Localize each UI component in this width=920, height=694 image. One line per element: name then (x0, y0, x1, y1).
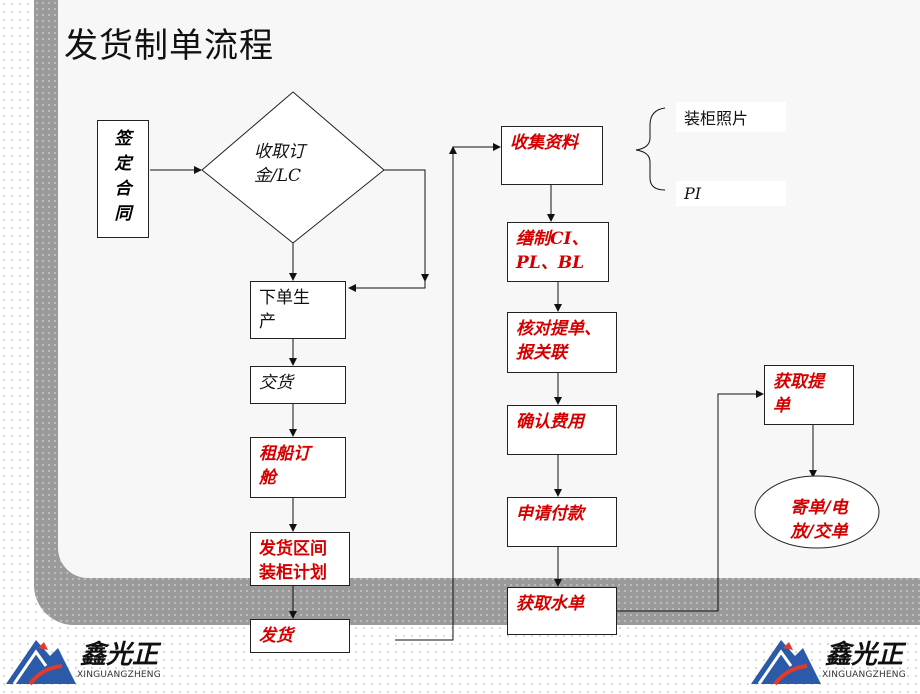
node-deliver: 交货 (250, 366, 346, 404)
node-prepare-docs: 缮制CI、 PL、BL (507, 222, 609, 282)
logo-name: 鑫光正 (80, 640, 159, 670)
label-pi: PI (676, 181, 786, 206)
node-sign-contract: 签 定 合 同 (97, 120, 149, 238)
brace (635, 107, 666, 191)
node-ship: 发货 (250, 619, 350, 653)
company-logo-left: 鑫光正 XINGUANGZHENG (0, 626, 175, 690)
logo-pinyin: XINGUANGZHENG (77, 670, 161, 680)
node-confirm-fees: 确认费用 (507, 405, 617, 455)
node-charter-ship: 租船订 舱 (250, 437, 346, 498)
content-panel (58, 0, 920, 578)
logo-pinyin: XINGUANGZHENG (822, 670, 906, 680)
node-collect-docs: 收集资料 (501, 126, 603, 185)
node-check-bl: 核对提单、 报关联 (507, 312, 617, 373)
arrow-waybill-to-getbl (617, 390, 764, 612)
logo-mark-icon (6, 640, 76, 686)
company-logo-right: 鑫光正 XINGUANGZHENG (745, 626, 920, 690)
node-shipping-plan: 发货区间 装柜计划 (250, 532, 350, 586)
node-get-bl: 获取提 单 (764, 365, 854, 425)
node-send-docs: 寄单/电 放/交单 (790, 498, 848, 542)
logo-name: 鑫光正 (825, 640, 904, 670)
arrow-ship-to-collect (395, 143, 501, 641)
node-get-waybill: 获取水单 (507, 587, 617, 635)
node-receive-deposit: 收取订 金/LC (254, 142, 305, 186)
logo-mark-icon (751, 640, 821, 686)
page-title: 发货制单流程 (64, 26, 274, 66)
label-container-photo: 装柜照片 (676, 102, 786, 132)
node-apply-payment: 申请付款 (507, 497, 617, 547)
end-ellipse (754, 475, 880, 549)
node-place-order: 下单生 产 (250, 281, 346, 339)
